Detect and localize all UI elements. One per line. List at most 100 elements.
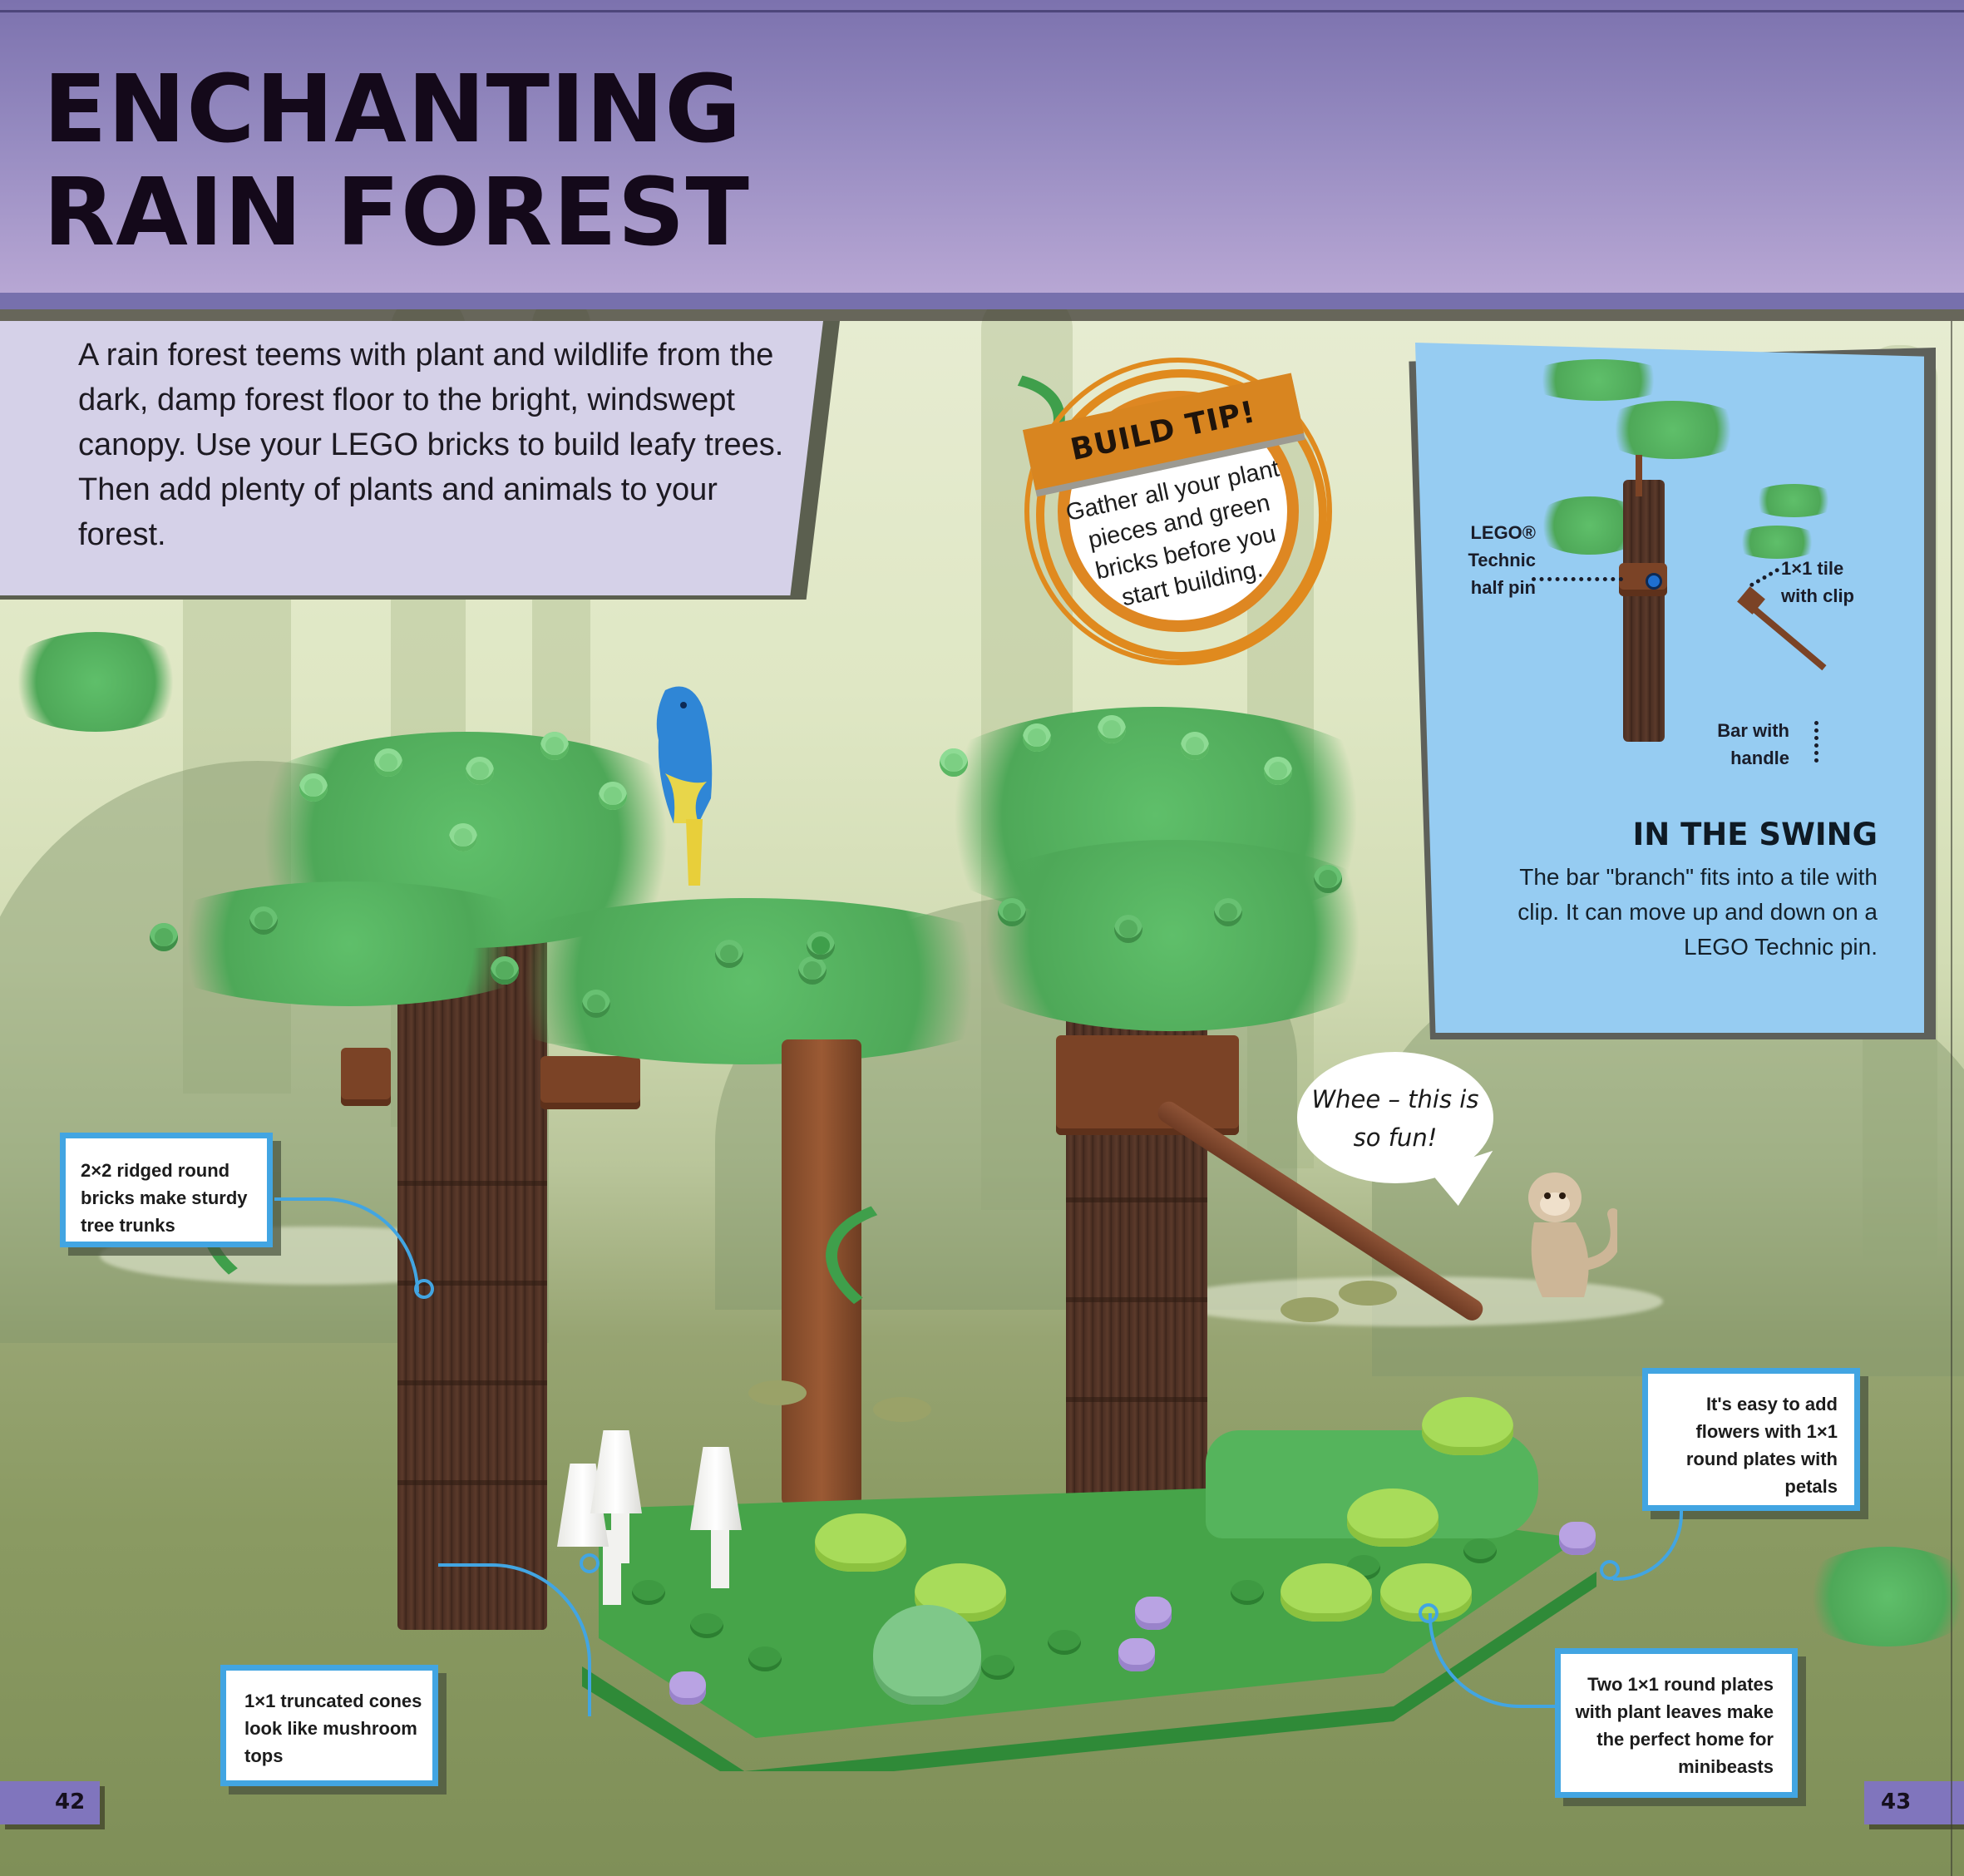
leaf-stud: [1114, 915, 1142, 943]
header-rule: [0, 10, 1964, 12]
trunk-seam: [1066, 1297, 1207, 1302]
trunk-seam: [397, 1281, 547, 1286]
leaf-stud: [1181, 732, 1209, 760]
purple-flower: [1559, 1522, 1596, 1555]
speech-text: Whee – this is so fun!: [1311, 1085, 1479, 1152]
leaf-stud: [1023, 723, 1051, 752]
brown-bracket: [341, 1048, 391, 1106]
callout-minibeasts: Two 1×1 round plates with plant leaves m…: [1555, 1648, 1798, 1798]
leaf-stud: [1214, 898, 1242, 926]
trunk-seam: [397, 1480, 547, 1485]
tip-ring-inner: [1036, 369, 1327, 660]
leaf-stud: [1314, 865, 1342, 893]
header-band: [0, 293, 1964, 309]
swing-title: IN THE SWING: [1632, 817, 1878, 852]
leaf-plate: [1731, 526, 1823, 559]
leaf-plate-right: [1796, 1547, 1964, 1646]
lime-leaf-plate: [1347, 1488, 1438, 1547]
callout-mushrooms: 1×1 truncated cones look like mushroom t…: [220, 1665, 438, 1786]
base-stud: [981, 1655, 1014, 1680]
callout-target-ring: [1600, 1560, 1620, 1580]
trunk-seam: [1066, 1197, 1207, 1202]
technic-pin-icon: [1646, 573, 1662, 590]
leaf-plate-left: [0, 632, 191, 732]
page-number-left: 42: [0, 1781, 100, 1824]
palm-plant: [748, 1380, 807, 1405]
label-technic-pin: LEGO® Technic half pin: [1468, 522, 1536, 598]
palm-plant: [1281, 1297, 1339, 1322]
leaf-stud: [940, 748, 968, 777]
leaf-stud: [491, 956, 519, 985]
mushroom-stem: [711, 1513, 729, 1588]
speech-bubble: Whee – this is so fun!: [1297, 1052, 1493, 1183]
trunk-seam: [1066, 1397, 1207, 1402]
leaf-stud: [798, 956, 827, 985]
callout-target-ring: [1419, 1603, 1438, 1623]
leaf-stud: [150, 923, 178, 951]
intro-panel: A rain forest teems with plant and wildl…: [0, 321, 823, 595]
label-bar-handle: Bar with handle: [1717, 720, 1789, 768]
purple-flower: [1118, 1638, 1155, 1671]
build-tip-badge: BUILD TIP! Gather all your plant pieces …: [1022, 358, 1332, 665]
swing-panel: LEGO® Technic half pin 1×1 tile with cli…: [1415, 343, 1924, 1033]
brown-bracket: [540, 1056, 640, 1109]
page-number-right: 43: [1864, 1781, 1964, 1824]
leaf-stud: [374, 748, 402, 777]
callout-trunks: 2×2 ridged round bricks make sturdy tree…: [60, 1133, 273, 1247]
leader-dots: [1532, 577, 1623, 581]
model-trunk: [1623, 480, 1665, 742]
brown-pole: [782, 1039, 861, 1505]
leaf-plate: [1748, 484, 1839, 517]
header-shadow: [0, 309, 1964, 321]
base-stud: [1463, 1538, 1497, 1563]
trunk-seam: [397, 1380, 547, 1385]
callout-text: Two 1×1 round plates with plant leaves m…: [1575, 1674, 1774, 1777]
brown-bracket: [1056, 1035, 1239, 1135]
base-stud: [1048, 1630, 1081, 1655]
leaf-stud: [466, 757, 494, 785]
trunk-seam: [397, 1181, 547, 1186]
monkey-figure: [1528, 1172, 1617, 1297]
page-number-right-text: 43: [1881, 1790, 1912, 1814]
title-line-2: RAIN FOREST: [43, 159, 750, 267]
callout-target-ring: [414, 1279, 434, 1299]
leaf-stud: [998, 898, 1026, 926]
callout-target-ring: [580, 1553, 600, 1573]
leaf-canopy: [931, 840, 1414, 1031]
palm-plant: [1339, 1281, 1397, 1306]
page-header: ENCHANTING RAIN FOREST: [0, 0, 1964, 295]
lime-leaf-plate: [1422, 1397, 1513, 1455]
tip-ring-outer: [1024, 358, 1332, 665]
lime-leaf-plate: [1281, 1563, 1372, 1622]
purple-flower: [669, 1671, 706, 1705]
leaf-stud: [715, 940, 743, 968]
leader-dots: [1806, 721, 1818, 763]
page-title: ENCHANTING RAIN FOREST: [43, 58, 750, 264]
leaf-plate: [1598, 401, 1748, 459]
callout-flowers: It's easy to add flowers with 1×1 round …: [1642, 1368, 1860, 1511]
page-edge: [1951, 321, 1952, 1876]
leaf-stud: [1264, 757, 1292, 785]
leader-dots: [1749, 567, 1780, 588]
lime-leaf-plate: [815, 1513, 906, 1572]
base-stud: [748, 1646, 782, 1671]
callout-text: 1×1 truncated cones look like mushroom t…: [244, 1691, 422, 1766]
purple-flower: [1135, 1597, 1172, 1630]
leaf-stud: [449, 823, 477, 852]
base-stud: [1231, 1580, 1264, 1605]
title-line-1: ENCHANTING: [43, 56, 743, 164]
label-tile-clip: 1×1 tile with clip: [1781, 558, 1854, 606]
callout-text: 2×2 ridged round bricks make sturdy tree…: [81, 1160, 248, 1236]
leaf-stud: [299, 773, 328, 802]
palm-plant: [873, 1397, 931, 1422]
leaf-stud: [249, 906, 278, 935]
leaf-stud: [540, 732, 569, 760]
model-bar: [1636, 455, 1642, 496]
parrot-figure: [656, 686, 713, 886]
intro-text: A rain forest teems with plant and wildl…: [78, 338, 784, 552]
base-stud: [690, 1613, 723, 1638]
leaf-stud: [1098, 715, 1126, 743]
plant-stem-top: [807, 931, 835, 960]
page-number-left-text: 42: [55, 1790, 86, 1814]
chameleon-figure: [873, 1605, 981, 1705]
